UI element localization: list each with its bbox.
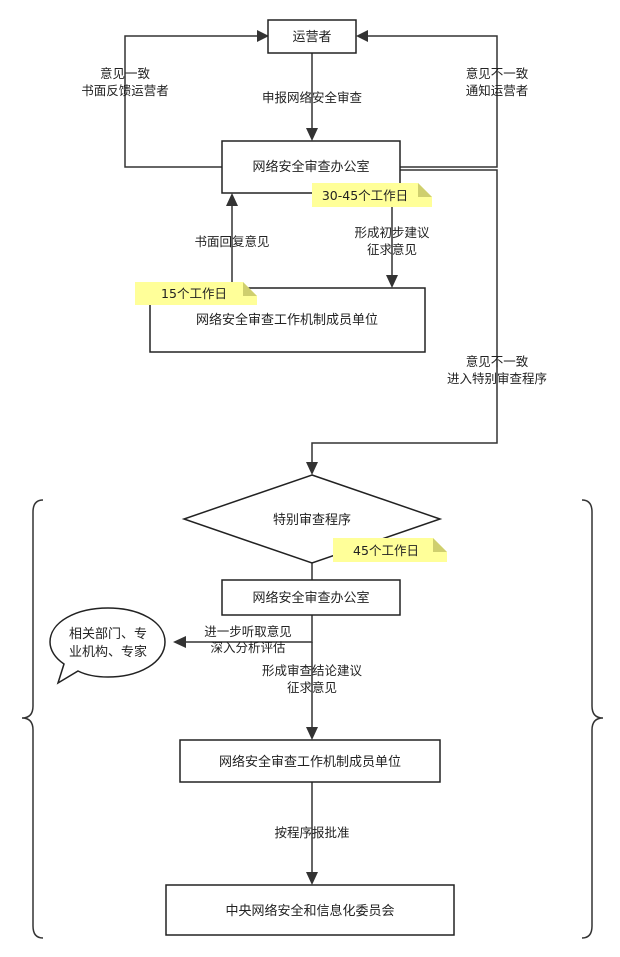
arrow-preliminary [386,275,398,288]
arrow-listen [173,636,186,648]
arrow-approval [306,872,318,885]
operator-label: 运营者 [292,30,331,45]
experts-label-line2: 业机构、专家 [69,644,147,660]
label-listen-line2: 深入分析评估 [210,640,285,655]
arrow-agree [257,30,269,42]
label-listen-line1: 进一步听取意见 [204,624,292,639]
label-disagree-line2: 通知运营者 [466,83,529,98]
label-written-reply: 书面回复意见 [194,234,269,249]
edge-agree [124,35,257,168]
label-preliminary-line1: 形成初步建议 [354,225,430,240]
note-45-days: 45个工作日 [333,538,447,562]
arrow-special-entry [306,462,318,475]
arrow-apply [306,128,318,141]
office-bottom-label: 网络安全审查办公室 [252,590,369,606]
label-approval: 按程序报批准 [274,825,349,840]
experts-bubble [49,607,166,685]
office-bottom-box [221,579,401,616]
edge-disagree [368,35,498,168]
label-special-entry-line1: 意见不一致 [466,354,529,369]
members-top-label: 网络安全审查工作机制成员单位 [196,312,378,328]
special-label: 特别审查程序 [273,513,351,528]
office-top-label: 网络安全审查办公室 [252,159,369,175]
note-30-45-days-text: 30-45个工作日 [322,188,408,203]
label-apply: 申报网络安全审查 [262,90,363,105]
note-15-days-text: 15个工作日 [161,286,227,301]
members-bottom-label: 网络安全审查工作机制成员单位 [219,754,401,770]
arrow-conclusion [306,727,318,740]
label-agree-line2: 书面反馈运营者 [81,83,169,98]
label-agree-line1: 意见一致 [100,66,151,81]
office-top-box [221,140,401,194]
label-preliminary-line2: 征求意见 [367,242,417,257]
operator-box [267,19,357,54]
label-conclusion-line2: 征求意见 [287,680,337,695]
label-special-entry-line2: 进入特别审查程序 [447,371,547,386]
arrow-disagree [356,30,368,42]
left-brace [21,499,44,939]
right-brace [581,499,604,939]
arrow-written-reply [226,193,238,206]
central-label: 中央网络安全和信息化委员会 [225,903,394,919]
label-disagree-line1: 意见不一致 [466,66,529,81]
members-bottom-box [179,739,441,783]
label-conclusion-line1: 形成审查结论建议 [262,663,363,678]
note-30-45-days: 30-45个工作日 [312,183,432,207]
edge-special-entry [311,169,498,462]
experts-label-line1: 相关部门、专 [69,627,147,642]
central-box [165,884,455,936]
note-45-days-text: 45个工作日 [353,543,419,558]
note-15-days: 15个工作日 [135,282,257,305]
